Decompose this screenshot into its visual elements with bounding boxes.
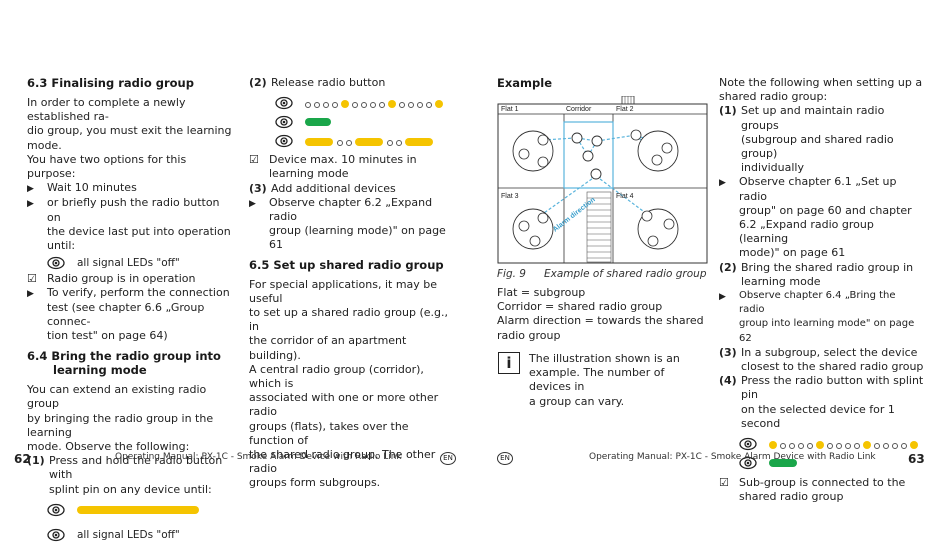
- shared-step-1: (1)Set up and maintain radio groups(subg…: [719, 104, 894, 175]
- step-2: (2)Release radio button: [249, 76, 386, 89]
- shared-step-4: (4)Press the radio button with splint pi…: [719, 374, 924, 430]
- s63-intro-3: You have two options for this purpose:: [27, 152, 187, 181]
- eye-icon: [275, 134, 293, 147]
- led-status-off-2: all signal LEDs "off": [27, 526, 233, 545]
- example-heading: Example: [497, 76, 552, 90]
- led-yellow-steady: [27, 501, 233, 520]
- green-led-bar: [305, 117, 331, 126]
- info-text: The illustration shown is an example. Th…: [529, 352, 680, 408]
- bullet-arrow-icon: ▶: [27, 199, 34, 210]
- s63-intro-1: In order to complete a newly established…: [27, 96, 186, 124]
- note-1: Note the following when setting up a: [719, 76, 923, 89]
- option-wait: ▶Wait 10 minutes: [27, 181, 233, 196]
- eye-icon: [739, 437, 757, 450]
- step-3: (3)Add additional devices: [249, 181, 396, 195]
- checkbox-icon: ☑: [249, 153, 259, 167]
- eye-icon: [739, 456, 757, 469]
- bullet-arrow-icon: ▶: [719, 178, 726, 189]
- section-6-3-heading: 6.3 Finalising radio group: [27, 76, 194, 90]
- led-pattern: [769, 434, 921, 453]
- page-number-left: 62: [14, 452, 31, 466]
- language-badge-left: EN: [440, 452, 456, 465]
- bullet-arrow-icon: ▶: [719, 292, 726, 303]
- yellow-led-bar: [77, 506, 199, 515]
- eye-icon: [275, 115, 293, 128]
- s64-intro-3: mode. Observe the following:: [27, 440, 190, 454]
- result-in-operation: ☑Radio group is in operation: [27, 272, 196, 286]
- flat4-label: Flat 4: [616, 193, 634, 200]
- section-6-5-heading: 6.5 Set up shared radio group: [249, 257, 444, 272]
- led-pattern: [305, 131, 433, 150]
- left-column-2: (2)Release radio button ☑Device max. 10 …: [249, 76, 454, 491]
- bullet-arrow-icon: ▶: [249, 198, 256, 209]
- shared-radio-group-diagram: Flat 1 Corridor Flat 2 Flat 3 Flat 4 Ala…: [497, 96, 708, 264]
- legend: Flat = subgroup Corridor = shared radio …: [497, 286, 704, 342]
- note-2: shared radio group:: [719, 90, 828, 104]
- page-number-right: 63: [908, 452, 925, 466]
- eye-icon: [47, 529, 65, 542]
- footer-left: Operating Manual: PX-1C - Smoke Alarm De…: [115, 452, 402, 462]
- eye-icon: [275, 96, 293, 109]
- stairs: [586, 191, 612, 263]
- footer-right: Operating Manual: PX-1C - Smoke Alarm De…: [589, 452, 876, 462]
- left-column-1: 6.3 Finalising radio group In order to c…: [27, 76, 233, 545]
- leds-off-label: all signal LEDs "off": [77, 529, 180, 542]
- led-status-off: all signal LEDs "off": [27, 253, 233, 272]
- led-yellow-long-blink: [249, 131, 454, 150]
- s64-intro-1: You can extend an existing radio group: [27, 383, 207, 411]
- flat1-label: Flat 1: [501, 106, 519, 113]
- leds-off-label: all signal LEDs "off": [77, 256, 180, 269]
- led-pattern: [305, 93, 446, 112]
- bullet-arrow-icon: ▶: [27, 289, 34, 300]
- eye-icon: [47, 256, 65, 269]
- led-yellow-blink-2: [719, 434, 924, 453]
- checkbox-icon: ☑: [719, 476, 729, 490]
- bullet-arrow-icon: ▶: [27, 184, 34, 195]
- sub-devices: [518, 129, 675, 247]
- led-yellow-blink: [249, 93, 454, 112]
- flat2-label: Flat 2: [616, 106, 634, 113]
- language-badge-right: EN: [497, 452, 513, 465]
- led-green-steady: [249, 112, 454, 131]
- eye-icon: [47, 504, 65, 517]
- info-icon: i: [498, 352, 520, 374]
- flat3-label: Flat 3: [501, 193, 519, 200]
- corridor-label: Corridor: [566, 106, 592, 113]
- led-green-steady-2: [719, 453, 924, 472]
- green-led-bar: [769, 458, 797, 467]
- checkbox-icon: ☑: [27, 272, 37, 286]
- right-column-2: Note the following when setting up a sha…: [719, 76, 924, 504]
- s64-intro-2: by bringing the radio group in the learn…: [27, 411, 214, 439]
- s63-intro-2: dio group, you must exit the learning mo…: [27, 124, 232, 152]
